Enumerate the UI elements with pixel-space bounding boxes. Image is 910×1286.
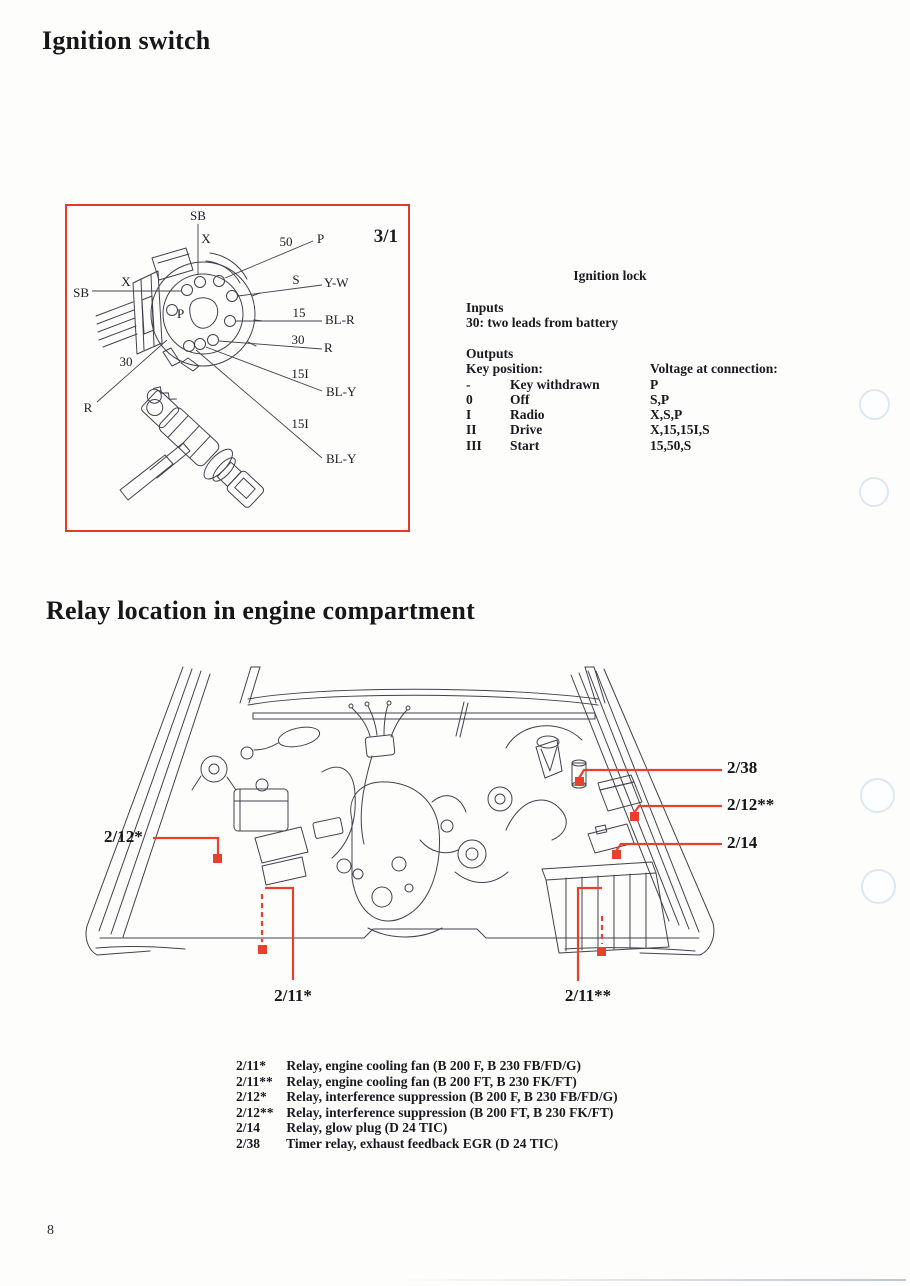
key-position: 0 [466, 392, 473, 407]
ignition-switch-drawing [95, 247, 264, 372]
figure-number: 3/1 [374, 226, 398, 247]
engine-bay-drawing [85, 666, 715, 956]
label-x-top: X [201, 231, 211, 246]
key-position-name: Radio [510, 407, 545, 422]
legend-code: 2/38 [236, 1135, 261, 1151]
key-position-name: Key withdrawn [510, 377, 600, 392]
relay-callout-lines [153, 768, 722, 981]
label-30-left: 30 [120, 354, 133, 369]
label-50: 50 [280, 234, 293, 249]
key-position-voltage: X,S,P [650, 407, 683, 422]
punch-hole [859, 389, 890, 420]
legend-row: 2/12* Relay, interference suppression (B… [236, 1089, 618, 1105]
voltage-header: Voltage at connection: [650, 361, 778, 376]
callout-2-14: 2/14 [727, 833, 758, 852]
ignition-leader-lines [92, 224, 323, 459]
callout-2-11-single: 2/11* [274, 986, 312, 1005]
legend-row: 2/11** Relay, engine cooling fan (B 200 … [236, 1074, 618, 1090]
label-bly-b: BL-Y [326, 451, 357, 466]
key-position-row: I Radio X,S,P [466, 407, 816, 422]
legend-description: Timer relay, exhaust feedback EGR (D 24 … [286, 1135, 559, 1151]
punch-hole [861, 869, 896, 904]
legend-row: 2/14 Relay, glow plug (D 24 TIC) [236, 1120, 618, 1136]
inputs-label: Inputs [466, 300, 504, 315]
legend-row: 2/12** Relay, interference suppression (… [236, 1105, 618, 1121]
legend-description: Relay, engine cooling fan (B 200 FT, B 2… [286, 1073, 577, 1089]
legend-code: 2/11** [236, 1073, 273, 1089]
key-position-header: Key position: [466, 361, 543, 376]
key-position: III [466, 438, 482, 453]
label-p-inner: P [177, 306, 184, 321]
punch-hole [860, 778, 895, 813]
label-bly-a: BL-Y [326, 384, 357, 399]
callout-2-38: 2/38 [727, 758, 758, 777]
page-title: Ignition switch [42, 26, 211, 55]
key-position-voltage: X,15,15I,S [650, 422, 710, 437]
key-position-row: 0 Off S,P [466, 392, 816, 407]
relay-legend: 2/11* Relay, engine cooling fan (B 200 F… [236, 1058, 618, 1152]
key-position-row: II Drive X,15,15I,S [466, 422, 816, 437]
key-position-voltage: P [650, 377, 659, 392]
key-position-name: Start [510, 438, 540, 453]
label-r-right: R [324, 340, 333, 355]
label-sb-left: SB [73, 285, 89, 300]
label-r-left: R [84, 400, 93, 415]
ignition-switch-diagram: SB X 50 P S Y-W SB X P 15 BL-R 30 R 30 1… [73, 208, 398, 508]
key-position: - [466, 377, 471, 392]
outputs-label: Outputs [466, 346, 514, 361]
key-cylinder-drawing [141, 386, 265, 508]
legend-code: 2/12* [236, 1089, 267, 1105]
label-blr: BL-R [325, 312, 355, 327]
key-position-name: Drive [510, 422, 543, 437]
label-30-right: 30 [292, 332, 305, 347]
lock-lever-drawing [119, 442, 191, 501]
relay-section-title: Relay location in engine compartment [46, 596, 475, 625]
key-position: I [466, 407, 472, 422]
legend-description: Relay, engine cooling fan (B 200 F, B 23… [286, 1058, 582, 1073]
label-sb-top: SB [190, 208, 206, 223]
ignition-figure-box: SB X 50 P S Y-W SB X P 15 BL-R 30 R 30 1… [65, 204, 410, 532]
label-15i-b: 15I [291, 416, 308, 431]
label-yw: Y-W [324, 275, 349, 290]
punch-hole [859, 477, 889, 507]
callout-2-11-double: 2/11** [564, 986, 612, 1005]
callout-2-12-single: 2/12* [104, 827, 143, 846]
ignition-lock-heading: Ignition lock [573, 268, 647, 283]
legend-row: 2/38 Timer relay, exhaust feedback EGR (… [236, 1136, 618, 1152]
key-position-voltage: S,P [650, 392, 670, 407]
inputs-line: 30: two leads from battery [466, 315, 618, 330]
legend-description: Relay, interference suppression (B 200 F… [286, 1104, 614, 1120]
legend-code: 2/14 [236, 1120, 261, 1136]
callout-2-12-double: 2/12** [727, 795, 775, 814]
key-position: II [466, 422, 477, 437]
label-s: S [292, 272, 299, 287]
key-position-name: Off [510, 392, 530, 407]
legend-code: 2/11* [236, 1058, 267, 1073]
label-15: 15 [293, 305, 306, 320]
label-p-right: P [317, 231, 324, 246]
key-position-row: III Start 15,50,S [466, 438, 816, 453]
engine-compartment-diagram [85, 666, 722, 981]
legend-code: 2/12** [236, 1104, 274, 1120]
legend-description: Relay, interference suppression (B 200 F… [286, 1089, 618, 1105]
label-x-left: X [121, 274, 131, 289]
label-15i-a: 15I [291, 366, 308, 381]
page-number: 8 [47, 1223, 54, 1238]
scan-edge-shadow [390, 1279, 906, 1281]
key-position-voltage: 15,50,S [650, 438, 692, 453]
legend-row: 2/11* Relay, engine cooling fan (B 200 F… [236, 1058, 618, 1074]
key-position-row: - Key withdrawn P [466, 377, 816, 392]
legend-description: Relay, glow plug (D 24 TIC) [286, 1120, 448, 1136]
